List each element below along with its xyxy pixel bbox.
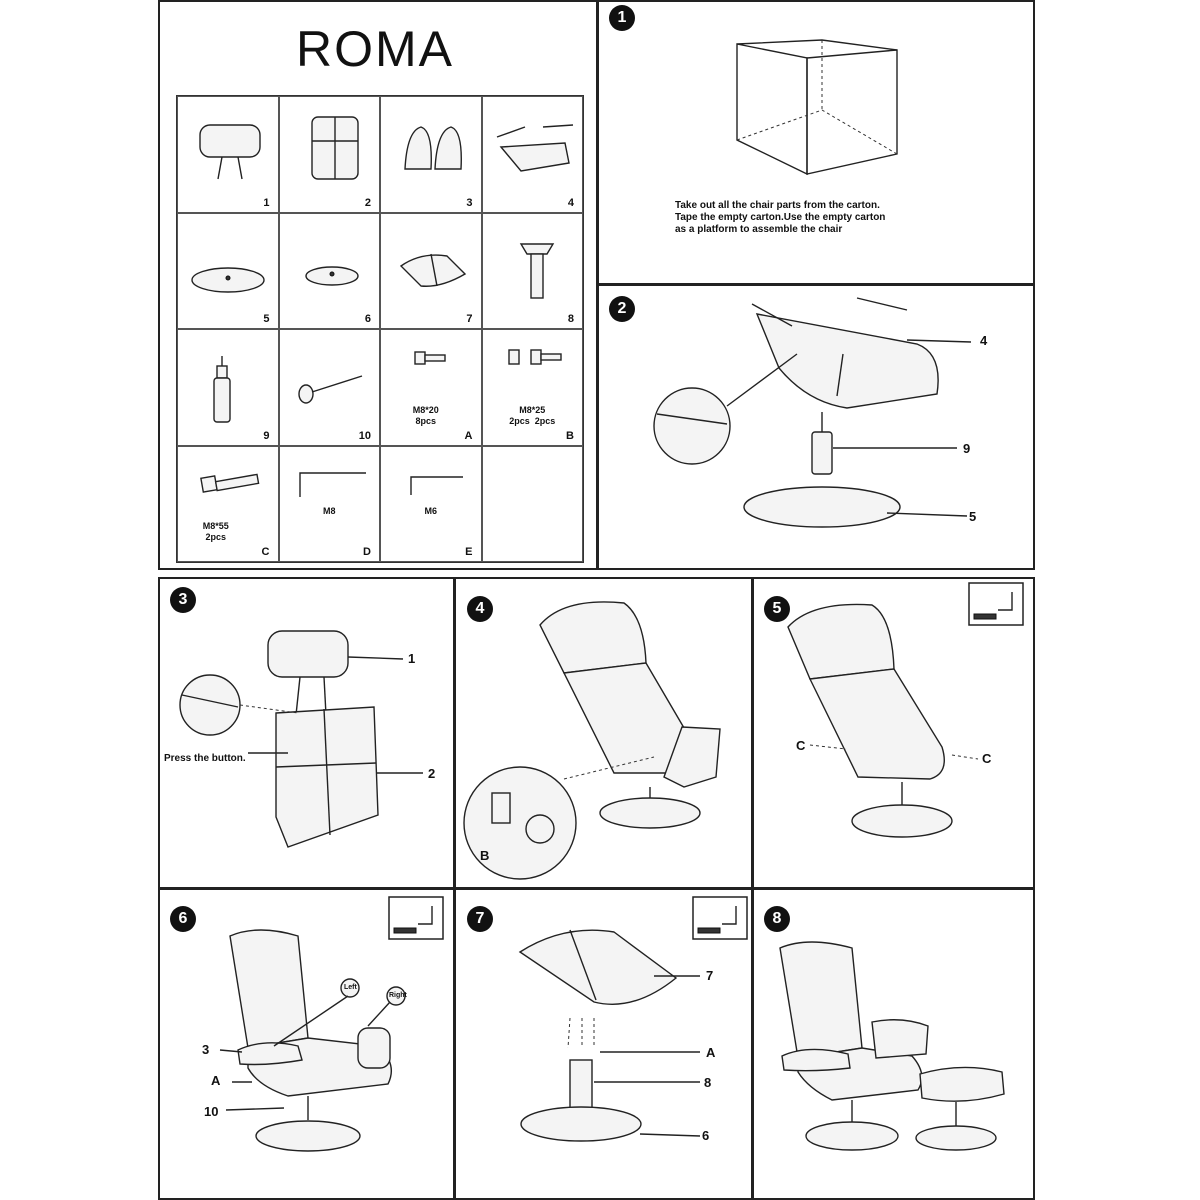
part-cell: M8 D (278, 445, 380, 562)
part-label: E (465, 546, 473, 558)
part-cell: 6 (278, 212, 380, 329)
step-number: 8 (764, 906, 790, 932)
ottoman-cushion-icon (399, 253, 467, 287)
part-label: 4 (567, 196, 574, 209)
part-label: 2 (364, 196, 371, 209)
callout-a: A (211, 1073, 221, 1088)
step-number: 3 (170, 587, 196, 613)
chair-base-icon (191, 266, 265, 293)
allen-key-icon (298, 471, 366, 497)
part-cell: 1 (177, 96, 279, 213)
part-cell: M8*25 2pcs 2pcs B (481, 329, 583, 446)
gas-cylinder-icon (213, 356, 231, 423)
part-cell-empty (481, 445, 583, 562)
part-cell: 5 (177, 212, 279, 329)
part-cell: 4 (481, 96, 583, 213)
step-number: 6 (170, 906, 196, 932)
callout-5: 5 (969, 509, 977, 524)
callout-c-right: C (982, 751, 992, 766)
backrest-icon (310, 116, 359, 180)
product-title: ROMA (296, 21, 454, 77)
callout-4: 4 (980, 333, 988, 348)
part-label: 9 (263, 429, 270, 442)
panel-step-8 (752, 888, 1035, 1200)
part-label: 7 (466, 313, 473, 325)
part-cell: M8*20 8pcs A (380, 329, 482, 446)
part-spec: M6 (424, 506, 437, 516)
bolt-icon (414, 351, 446, 365)
part-label: 10 (358, 429, 371, 442)
seat-icon (496, 124, 573, 172)
part-cell: 7 (380, 212, 482, 329)
armrest-install-drawing (219, 929, 406, 1152)
tool-allen-key-icon (968, 582, 1024, 626)
parts-grid: 1 2 3 4 5 6 (176, 95, 584, 563)
callout-6: 6 (702, 1128, 710, 1143)
tool-allen-key-icon (692, 896, 748, 940)
part-spec: M8*55 2pcs (202, 521, 229, 542)
part-cell: M6 E (380, 445, 482, 562)
finished-chair-drawing (779, 941, 1005, 1151)
callout-10: 10 (204, 1104, 219, 1119)
headrest-install-drawing (179, 630, 423, 848)
part-cell: 3 (380, 96, 482, 213)
part-label: D (363, 546, 371, 558)
part-cell: 8 (481, 212, 583, 329)
bolt-washer-icon (507, 349, 562, 365)
part-label: A (464, 429, 473, 442)
carton-box-drawing (736, 39, 898, 176)
right-arm-label: Right (389, 992, 407, 999)
part-spec: M8*25 2pcs 2pcs (509, 404, 556, 426)
step-number: 4 (467, 596, 493, 622)
part-label: 8 (567, 313, 574, 325)
part-label: C (261, 546, 270, 558)
ottoman-column-icon (519, 242, 554, 299)
callout-3: 3 (202, 1042, 210, 1057)
backrest-bolt-drawing (787, 603, 979, 838)
left-arm-label: Left (344, 984, 357, 991)
armrests-icon (404, 126, 462, 170)
part-cell: M8*55 2pcs C (177, 445, 279, 562)
ottoman-base-icon (304, 265, 359, 286)
step-number: 5 (764, 596, 790, 622)
recline-lever-icon (297, 375, 362, 404)
panel-step-2 (597, 284, 1035, 570)
tool-allen-key-icon (388, 896, 444, 940)
backrest-attach-drawing (463, 601, 721, 880)
callout-1: 1 (408, 651, 416, 666)
callout-7: 7 (706, 968, 714, 983)
press-button-label: Press the button. (164, 753, 246, 764)
part-spec: M8 (322, 506, 336, 516)
allen-key-icon (410, 475, 463, 495)
step-1-instructions: Take out all the chair parts from the ca… (675, 200, 886, 235)
callout-a: A (706, 1045, 716, 1060)
callout-c-left: C (796, 738, 806, 753)
callout-b: B (480, 848, 490, 863)
part-cell: 10 (278, 329, 380, 446)
part-cell: 2 (278, 96, 380, 213)
long-bolt-icon (200, 473, 260, 493)
part-label: 5 (263, 313, 270, 325)
part-label: 3 (466, 196, 473, 209)
headrest-icon (199, 124, 261, 180)
callout-8: 8 (704, 1075, 712, 1090)
part-label: 1 (263, 196, 270, 209)
callout-2: 2 (428, 766, 436, 781)
callout-9: 9 (963, 441, 971, 456)
step-number: 1 (609, 5, 635, 31)
part-label: 6 (364, 313, 371, 325)
step-number: 7 (467, 906, 493, 932)
part-label: B (566, 429, 574, 442)
step-number: 2 (609, 296, 635, 322)
ottoman-assembly-drawing (518, 929, 701, 1142)
seat-mount-drawing (653, 297, 972, 528)
part-cell: 9 (177, 329, 279, 446)
part-spec: M8*20 8pcs (412, 404, 439, 426)
